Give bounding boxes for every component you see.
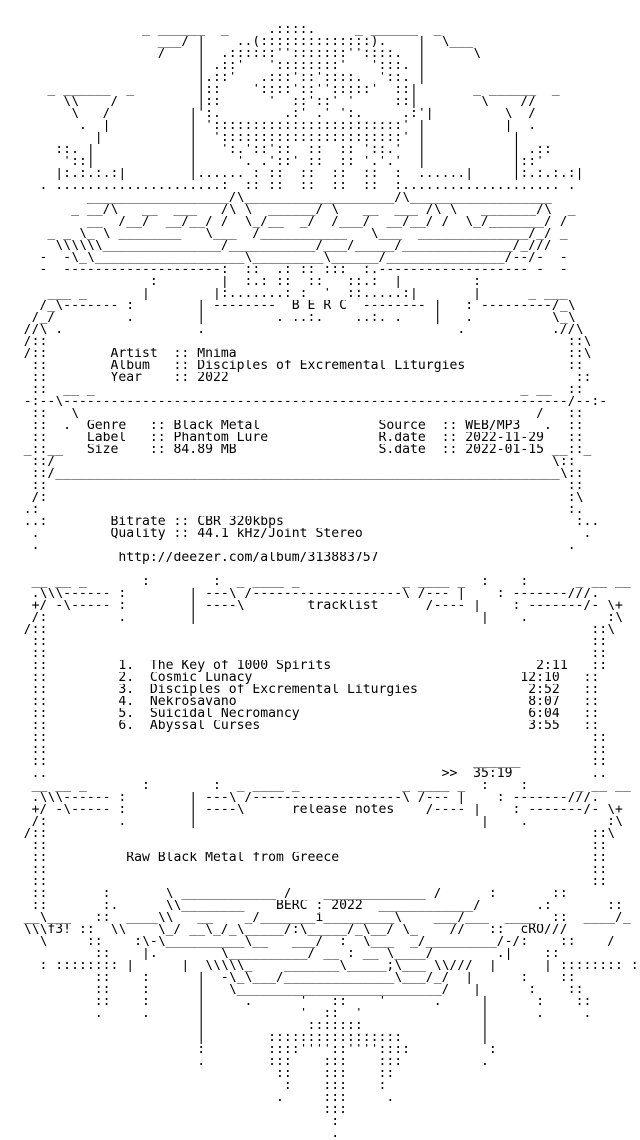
ascii-line: :: 3. Disciples of Excremental Liturgies… [8, 684, 600, 696]
ascii-line: - -\_\___________________\_________\____… [8, 252, 568, 264]
ascii-line: ..: Bitrate :: CBR 320kbps :.. [8, 516, 600, 528]
ascii-line: :: : | . ' :: ' . | : :: [8, 996, 592, 1008]
ascii-line: : ::::''''::'''':::: : [8, 1044, 497, 1056]
ascii-line: :: 5. Suicidal Necromancy 6:04 :: [8, 708, 600, 720]
ascii-line: : ::: : [8, 1080, 387, 1092]
ascii-line: \\ / |:: ' ::'::' ' ::| \ // [8, 96, 537, 108]
ascii-line: . [8, 1128, 340, 1140]
ascii-line: :: : | -\_\___/______________\___/_/ | :… [8, 972, 576, 984]
ascii-line: \\\\\\_______________/___________/___/__… [8, 240, 552, 252]
ascii-line: __ /__/ __/__/ / \_/__ _/ /___/ __/__/ /… [8, 216, 568, 228]
ascii-line: /: . | | . :\ [8, 816, 623, 828]
ascii-line: //\ . . . .//\ [8, 324, 584, 336]
ascii-line: /: :\ [8, 492, 584, 504]
ascii-line: :: : \ ____________ / _____________ / : … [8, 888, 568, 900]
ascii-line: http://deezer.com/album/313883757 [8, 552, 379, 564]
ascii-line: __ __ _ : : _ ____ _ _ ____ _ : : _ __ _… [8, 576, 631, 588]
ascii-line: .\\\------ : | ---\ /-------------------… [8, 588, 600, 600]
ascii-line: :: ______ :: [8, 756, 608, 768]
ascii-line: __ __ _ : : _ ____ _ _ ____ _ : : _ __ _… [8, 780, 631, 792]
ascii-line: :: :: [8, 864, 608, 876]
ascii-line: :: 2. Cosmic Lunacy 12:10 :: [8, 672, 600, 684]
ascii-line: _ __/\ __ ___ /\ \ ______/ \ __ ___ /\ \… [8, 204, 576, 216]
ascii-line: \\\f3! :: \\ \_/ __\_/_\_____/:\_____/_\… [8, 924, 568, 936]
ascii-line: :: :: [8, 840, 608, 852]
ascii-line [8, 564, 640, 576]
ascii-line: :: Label :: Phantom Lure R.date :: 2022-… [8, 432, 584, 444]
nfo-document: _ ______ _ .::::. _ ______ _ ___/ | ..(:… [8, 0, 640, 1140]
ascii-line: ___/ | ..(::::::::::::::). | \___ [8, 36, 474, 48]
ascii-line: .. >> 35:19 .. [8, 768, 608, 780]
ascii-line: . .....................: :: :: :: :: :: … [8, 180, 576, 192]
ascii-line: . ::: ::: ::: . [8, 1056, 489, 1068]
ascii-line: :: : | \__________________________/ | : … [8, 984, 584, 996]
ascii-line: : :::::::: | | \\\\\_ _______\_____;\___… [8, 960, 639, 972]
ascii-line: ::/_____________________________________… [8, 468, 584, 480]
ascii-line: | ::::::: | [8, 1020, 489, 1032]
ascii-line: :: :: [8, 480, 584, 492]
ascii-line: :: __ _ _ __ :: [8, 384, 584, 396]
ascii-line: '::| | '. .'::' :: :: '.'.' | |::' [8, 156, 545, 168]
ascii-line: | .::' '::::::::' ':::. | [8, 60, 426, 72]
ascii-line: :: Raw Black Metal from Greece :: [8, 852, 608, 864]
ascii-line: __________________/\___________________/… [8, 192, 552, 204]
ascii-line: \ / |':. .:' .' ':. .:'| \ / [8, 108, 537, 120]
ascii-line: /:: ::\ [8, 828, 615, 840]
ascii-line: :: :: [8, 744, 608, 756]
ascii-line: |.::' .:::'::'::::. '::. | [8, 72, 426, 84]
ascii-line: .\\\------ : | ---\ /-------------------… [8, 792, 600, 804]
ascii-line: . . [8, 540, 576, 552]
ascii-line: . . | ' :: ' | . . [8, 1008, 592, 1020]
ascii-line [8, 0, 640, 12]
ascii-line: - --------------------: :: .: :: ::: :.-… [8, 264, 568, 276]
ascii-line: ::. | | ':.'::':: :: :: '::.' | | .:: [8, 144, 552, 156]
ascii-line: ___ _ | |:.......: : ' ::.....:| | _ ___ [8, 288, 568, 300]
ascii-line: |:.:.:.:| |...... : :: :: :: :: : ......… [8, 168, 584, 180]
ascii-line: :: :: [8, 648, 608, 660]
ascii-line: :: \ / :: [8, 408, 584, 420]
ascii-line: /:: Artist :: Mnima ::\ [8, 348, 592, 360]
ascii-line: _::__ Size :: 84.89 MB S.date :: 2022-01… [8, 444, 592, 456]
ascii-line: : [8, 1116, 340, 1128]
ascii-line: -:--\-----------------------------------… [8, 396, 608, 408]
ascii-line: :: :: [8, 732, 608, 744]
ascii-line: /_/ . | . ..:. ..:. . | . \_\ [8, 312, 576, 324]
ascii-line: /:: ::\ [8, 624, 615, 636]
ascii-line: /: . | | . :\ [8, 612, 623, 624]
ascii-line: +/ -\----- : | ----\ tracklist /---- | :… [8, 600, 623, 612]
ascii-line: :: ::: :: [8, 1068, 395, 1080]
ascii-line: /_\------- : | -------- B E R C --------… [8, 300, 576, 312]
ascii-line: :: |. \__________/ __ : __ \____/ .| :: [8, 948, 560, 960]
ascii-line: ::/ \:: [8, 456, 576, 468]
ascii-line: :: 6. Abyssal Curses 3:55 :: [8, 720, 600, 732]
ascii-line: +/ -\----- : | ----\ release notes /----… [8, 804, 623, 816]
ascii-line: :: :. \\________ BERC : 2022 ___________… [8, 900, 623, 912]
ascii-line: :: Year :: 2022 :: [8, 372, 592, 384]
ascii-line: . | | '::::::::::::::::::::::::' | | . [8, 120, 537, 132]
ascii-line: _ ______ _ .::::. _ ______ _ [8, 24, 442, 36]
ascii-line: _ ______ _ |:: '::::'::'':::::' ::| _ __… [8, 84, 560, 96]
ascii-line: :: :: [8, 636, 608, 648]
ascii-line: / | .::::::'':::::::''::::. | \ [8, 48, 481, 60]
ascii-line: /:: ::\ [8, 336, 592, 348]
ascii-line: | | ':::::::::::::::::::::::' | | [8, 132, 521, 144]
ascii-line: \ :: :\-\__________\__ ___/ : \___ _/___… [8, 936, 615, 948]
ascii-line: : | :.: :: :: ::.: | : [8, 276, 481, 288]
ascii-line: _ _ \_ \ ________ \___ /___________ \___… [8, 228, 568, 240]
ascii-line: | ::::::::::::::::: | [8, 1032, 489, 1044]
ascii-line: :: 4. Nekrosavano 8:07 :: [8, 696, 600, 708]
ascii-line: . ::: . [8, 1092, 395, 1104]
ascii-line: .: :. [8, 504, 584, 516]
ascii-line: . Quality :: 44.1 kHz/Joint Stereo . [8, 528, 592, 540]
ascii-line: __\___ :: ____\\ __ _/_______i_________\… [8, 912, 631, 924]
ascii-line: :: . Genre :: Black Metal Source :: WEB/… [8, 420, 584, 432]
ascii-line: :: :: [8, 876, 608, 888]
ascii-line: :: 1. The Key of 1000 Spirits 2:11 :: [8, 660, 608, 672]
ascii-line: ::: [8, 1104, 347, 1116]
ascii-line: :: Album :: Disciples of Excremental Lit… [8, 360, 584, 372]
ascii-line [8, 12, 640, 24]
